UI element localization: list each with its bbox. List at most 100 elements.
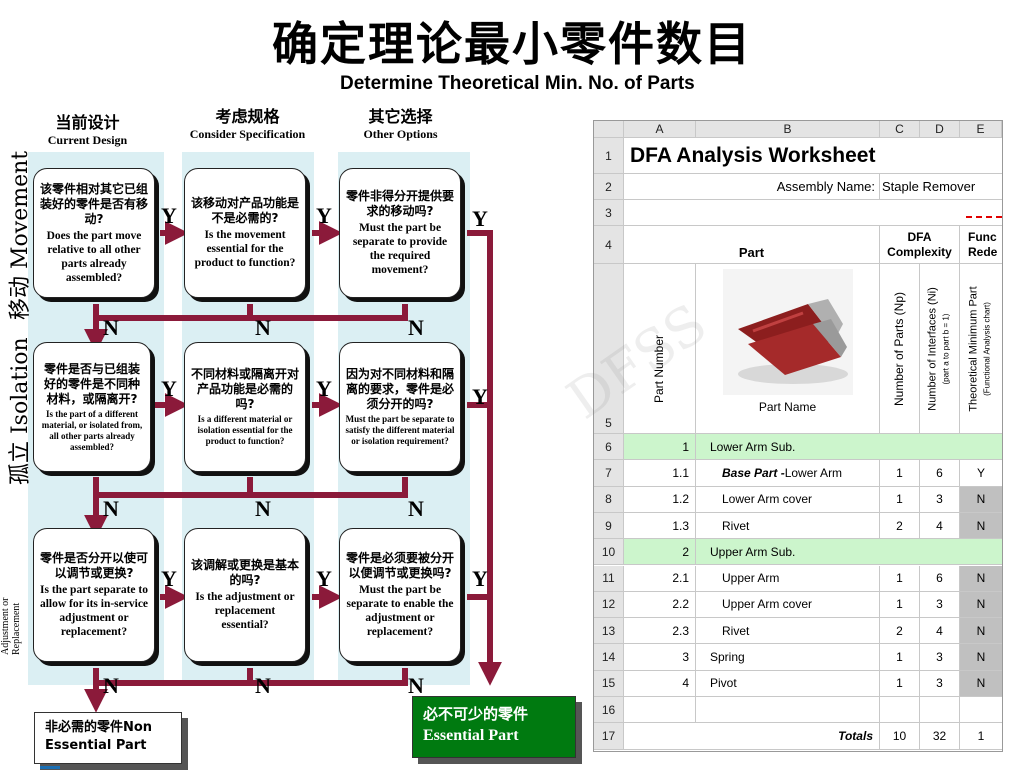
ni-cell[interactable]: 6: [920, 460, 960, 487]
ni-cell[interactable]: 3: [920, 591, 960, 619]
corner-cell: [594, 121, 624, 138]
blank-row: [624, 200, 1002, 226]
totals-np[interactable]: 10: [880, 723, 920, 750]
ni-header: Number of Interfaces (Ni)(part a to part…: [920, 264, 960, 434]
part-name-cell[interactable]: Rivet: [696, 512, 880, 540]
part-number-cell[interactable]: 2.3: [624, 618, 696, 645]
yes-label: Y: [472, 206, 488, 231]
yes-label: Y: [472, 566, 488, 591]
tmp-header: Theoretical Minimum Part(Functional Anal…: [960, 264, 1002, 434]
tmp-cell[interactable]: [960, 697, 1002, 724]
np-header: Number of Parts (Np): [880, 264, 920, 434]
dfa-worksheet: A B C D E 1 2 3 4 5 DFA Analysis Workshe…: [593, 120, 1003, 752]
part-number-cell[interactable]: 2: [624, 539, 696, 566]
part-name-cell[interactable]: Pivot: [696, 670, 880, 697]
decorative-mark: [40, 766, 60, 769]
part-name-cell[interactable]: Base Part - Lower Arm: [696, 460, 880, 487]
tmp-cell[interactable]: Y: [960, 460, 1002, 487]
staple-remover-photo: [722, 269, 853, 395]
flow-connectors: [84, 221, 502, 713]
np-cell[interactable]: 1: [880, 565, 920, 592]
no-label: N: [408, 673, 424, 698]
row-number: 5: [594, 264, 624, 434]
question-box-adjustment: 零件是否分开以使可以调节或更换?Is the part separate to …: [33, 528, 155, 662]
non-essential-part-box: 非必需的零件Non Essential Part: [34, 712, 182, 764]
np-cell[interactable]: 1: [880, 644, 920, 671]
part-name-cell[interactable]: Rivet: [696, 618, 880, 645]
row-number: 9: [594, 512, 624, 540]
part-number-cell[interactable]: [624, 697, 696, 724]
ni-cell[interactable]: 4: [920, 618, 960, 645]
no-label: N: [255, 315, 271, 340]
totals-label[interactable]: Totals: [624, 723, 880, 750]
part-number-cell[interactable]: 4: [624, 670, 696, 697]
ni-cell[interactable]: 3: [920, 486, 960, 513]
column-letter: C: [880, 121, 920, 138]
tmp-cell[interactable]: N: [960, 644, 1002, 671]
part-number-cell[interactable]: 1: [624, 434, 696, 461]
row-number: 14: [594, 644, 624, 671]
question-box-movement-essential: 该移动对产品功能是不是必需的?Is the movement essential…: [184, 168, 306, 298]
np-cell[interactable]: 2: [880, 512, 920, 540]
totals-ni[interactable]: 32: [920, 723, 960, 750]
ni-cell[interactable]: [920, 697, 960, 724]
question-box-material-essential: 不同材料或隔离开对产品功能是必需的吗?Is a different materi…: [184, 342, 306, 472]
part-name-cell[interactable]: Lower Arm cover: [696, 486, 880, 513]
np-cell[interactable]: 1: [880, 591, 920, 619]
ni-cell[interactable]: 4: [920, 512, 960, 540]
dfa-complexity-header: DFA Complexity: [880, 226, 960, 264]
part-number-cell[interactable]: 1.1: [624, 460, 696, 487]
part-header: Part: [624, 226, 880, 264]
part-number-cell[interactable]: 2.2: [624, 591, 696, 619]
question-box-separate-movement: 零件非得分开提供要求的移动吗?Must the part be separate…: [339, 168, 461, 298]
np-cell[interactable]: 2: [880, 618, 920, 645]
part-number-cell[interactable]: 3: [624, 644, 696, 671]
row-number: 15: [594, 670, 624, 697]
question-box-separate-material: 因为对不同材料和隔离的要求，零件是必须分开的吗?Must the part be…: [339, 342, 461, 472]
question-box-different-material: 零件是否与已组装好的零件是不同种材料，或隔离开?Is the part of a…: [33, 342, 151, 472]
tmp-cell[interactable]: N: [960, 565, 1002, 592]
yes-label: Y: [161, 566, 177, 591]
worksheet-title: DFA Analysis Worksheet: [624, 138, 1002, 174]
no-label: N: [408, 315, 424, 340]
yes-label: Y: [161, 203, 177, 228]
yes-label: Y: [316, 376, 332, 401]
column-letter: E: [960, 121, 1002, 138]
tmp-cell[interactable]: N: [960, 591, 1002, 619]
ni-cell[interactable]: 6: [920, 565, 960, 592]
part-name-cell[interactable]: Upper Arm cover: [696, 591, 880, 619]
tmp-cell[interactable]: N: [960, 512, 1002, 540]
part-name-cell[interactable]: Lower Arm Sub.: [696, 434, 1002, 461]
totals-tmp[interactable]: 1: [960, 723, 1002, 750]
page-subtitle: Determine Theoretical Min. No. of Parts: [340, 73, 695, 94]
ni-cell[interactable]: 3: [920, 670, 960, 697]
np-cell[interactable]: [880, 697, 920, 724]
yes-label: Y: [316, 566, 332, 591]
tmp-cell[interactable]: N: [960, 486, 1002, 513]
part-name-cell[interactable]: Upper Arm: [696, 565, 880, 592]
np-cell[interactable]: 1: [880, 670, 920, 697]
ni-cell[interactable]: 3: [920, 644, 960, 671]
row-number: 16: [594, 697, 624, 724]
column-letter: A: [624, 121, 696, 138]
row-number: 3: [594, 200, 624, 226]
part-number-cell[interactable]: 1.3: [624, 512, 696, 540]
page-title: 确定理论最小零件数目: [272, 17, 752, 71]
np-cell[interactable]: 1: [880, 460, 920, 487]
part-name-cell[interactable]: Spring: [696, 644, 880, 671]
part-name-cell[interactable]: [696, 697, 880, 724]
tmp-cell[interactable]: N: [960, 670, 1002, 697]
column-letter: D: [920, 121, 960, 138]
assembly-name-value[interactable]: Staple Remover: [880, 174, 1002, 200]
row-number: 8: [594, 486, 624, 513]
question-box-part-moves: 该零件相对其它已组装好的零件是否有移动?Does the part move r…: [33, 168, 155, 298]
part-number-cell[interactable]: 1.2: [624, 486, 696, 513]
part-name-cell[interactable]: Upper Arm Sub.: [696, 539, 1002, 566]
part-number-cell[interactable]: 2.1: [624, 565, 696, 592]
base-part-label: Base Part -: [722, 465, 785, 480]
row-number: 13: [594, 618, 624, 645]
np-cell[interactable]: 1: [880, 486, 920, 513]
tmp-cell[interactable]: N: [960, 618, 1002, 645]
